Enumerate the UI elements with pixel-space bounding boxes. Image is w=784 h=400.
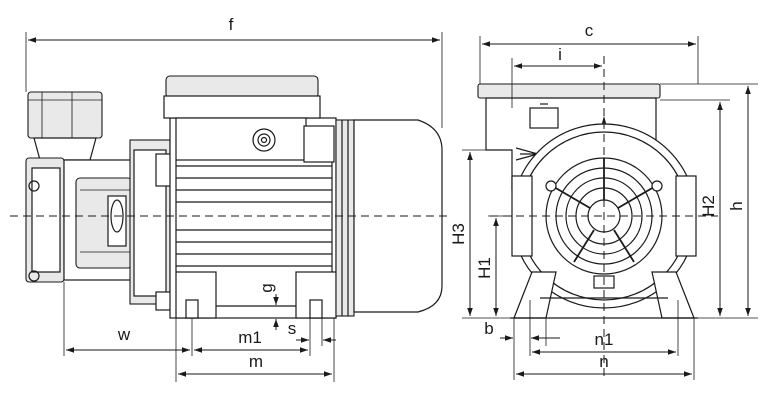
pump-casing: [25, 139, 173, 311]
label-m1: m1: [238, 328, 262, 347]
label-h: h: [727, 201, 746, 210]
label-f: f: [229, 15, 234, 34]
label-m: m: [249, 352, 263, 371]
cooling-fins: [176, 165, 332, 267]
fan-cover: [335, 119, 443, 317]
front-view: [477, 56, 718, 380]
label-b: b: [484, 319, 493, 338]
motor-body: [163, 75, 337, 319]
side-view: [10, 75, 452, 319]
label-w: w: [117, 325, 131, 344]
label-c: c: [585, 21, 594, 40]
foot-left: [513, 271, 557, 319]
label-i: i: [558, 45, 562, 64]
label-H2: H2: [699, 195, 718, 217]
label-s: s: [288, 319, 297, 338]
label-n: n: [599, 352, 608, 371]
outlet-flange: [27, 91, 103, 161]
label-g: g: [257, 283, 276, 292]
label-H3: H3: [449, 223, 468, 245]
foot-right: [651, 271, 695, 319]
label-H1: H1: [475, 257, 494, 279]
label-n1: n1: [595, 330, 614, 349]
terminal-box: [163, 75, 335, 163]
dimensions: f c i h H2 H3 H1 g: [25, 15, 758, 382]
top-plate: [477, 83, 661, 99]
